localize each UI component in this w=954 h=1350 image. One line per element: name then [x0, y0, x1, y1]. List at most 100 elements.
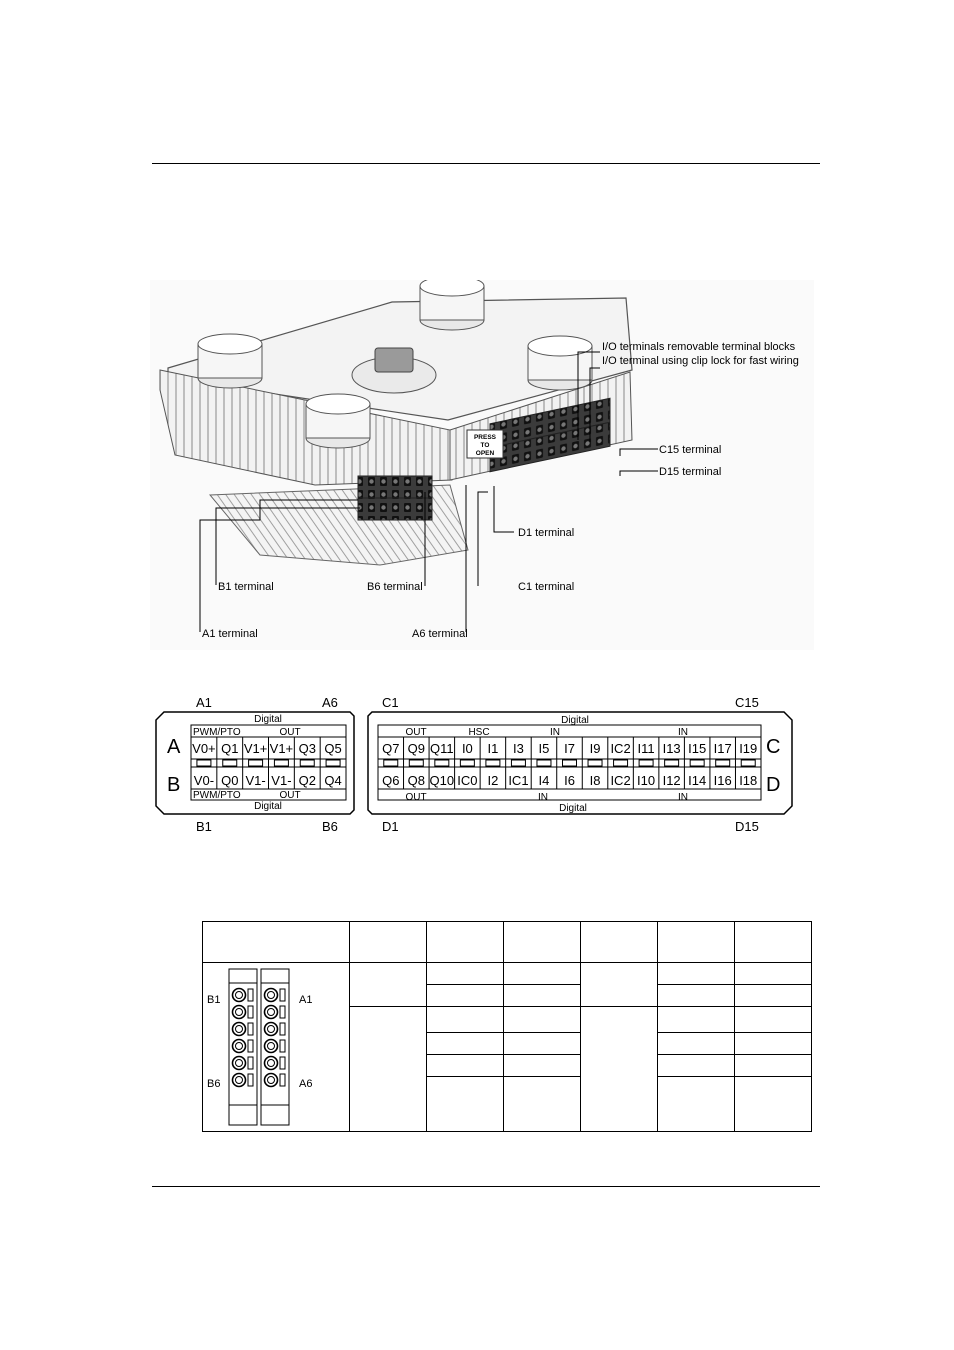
- terminal-slot: [664, 759, 680, 767]
- terminal-slot: [613, 759, 629, 767]
- terminal-d-7: I4: [539, 773, 550, 788]
- screw-hole: [231, 1038, 247, 1054]
- terminal-c-13: I15: [688, 741, 706, 756]
- table-cell: [426, 962, 504, 985]
- terminal-d-2: Q8: [408, 773, 425, 788]
- screw-hole-inner: [267, 1025, 275, 1033]
- release-slot: [279, 1056, 286, 1070]
- table-cell: [503, 1076, 581, 1132]
- table-header-cell: [349, 921, 427, 963]
- left-bottom-sub-out: OUT: [279, 790, 300, 801]
- connector-half-b-top: [228, 968, 258, 984]
- screw-hole: [263, 1055, 279, 1071]
- corner-a6: A6: [322, 695, 338, 710]
- screw-hole-inner: [235, 991, 243, 999]
- terminal-d-15: I18: [739, 773, 757, 788]
- terminal-slot: [273, 759, 289, 767]
- terminal-d-8: I6: [564, 773, 575, 788]
- terminal-a-4: V1+: [270, 741, 294, 756]
- top-connectors: [197, 280, 593, 449]
- left-bottom-group: Digital: [254, 801, 282, 812]
- terminal-slot: [536, 759, 552, 767]
- table-cell: [503, 962, 581, 985]
- callout-leaders: [199, 351, 658, 632]
- terminal-slot: [383, 759, 399, 767]
- table-header-cell: [580, 921, 658, 963]
- corner-d1: D1: [382, 819, 399, 834]
- terminal-slot: [325, 759, 341, 767]
- table-row: [203, 1054, 812, 1077]
- footer-rule: [152, 1186, 820, 1187]
- terminal-slot: [434, 759, 450, 767]
- corner-b1: B1: [196, 819, 212, 834]
- release-slot: [247, 1005, 254, 1019]
- terminal-c-3: Q11: [430, 741, 454, 756]
- corner-d15: D15: [735, 819, 759, 834]
- release-slot: [247, 1056, 254, 1070]
- header-rule: [152, 163, 820, 164]
- table-header-cell: [657, 921, 735, 963]
- connector-label-a1: A1: [299, 994, 312, 1006]
- connector-half-a-bottom: [260, 1104, 290, 1126]
- terminal-d-10: IC2: [610, 773, 630, 788]
- terminal-block-a: [357, 475, 433, 499]
- terminal-d-13: I14: [688, 773, 706, 788]
- terminal-c-9: I9: [590, 741, 601, 756]
- row-letter-d: D: [766, 774, 780, 796]
- terminal-a-5: Q3: [299, 741, 316, 756]
- screw-hole-inner: [267, 1076, 275, 1084]
- terminal-slot: [485, 759, 501, 767]
- right-top-sub-hsc: HSC: [468, 727, 489, 738]
- table-header-cell: [503, 921, 581, 963]
- right-inner-frame: [377, 724, 762, 801]
- terminal-slot: [408, 759, 424, 767]
- table-cell: [503, 1006, 581, 1033]
- screw-hole-inner: [235, 1076, 243, 1084]
- terminal-a-3: V1+: [244, 741, 267, 756]
- callout-io-removable: I/O terminals removable terminal blocks: [602, 341, 796, 353]
- corner-c15: C15: [735, 695, 759, 710]
- screw-hole-inner: [235, 1025, 243, 1033]
- terminal-b-6: Q4: [324, 773, 341, 788]
- terminal-d-4: IC0: [457, 773, 477, 788]
- connector-half-a-top: [260, 968, 290, 984]
- terminal-c-2: Q9: [408, 741, 425, 756]
- callout-b6: B6 terminal: [367, 581, 423, 593]
- release-slot: [279, 1005, 286, 1019]
- table-cell: [349, 1006, 427, 1132]
- table-cell: [734, 1054, 812, 1077]
- terminal-c-7: I5: [539, 741, 550, 756]
- screw-hole: [231, 987, 247, 1003]
- terminal-c-5: I1: [487, 741, 498, 756]
- right-top-sub-out: OUT: [405, 727, 426, 738]
- terminal-c-10: IC2: [610, 741, 630, 756]
- connector-image-cell: B1 A1 B6 A6: [202, 962, 350, 1132]
- table-cell: [580, 1006, 658, 1132]
- terminal-a-2: Q1: [221, 741, 238, 756]
- table-cell: [734, 1006, 812, 1033]
- right-bottom-sub-in-1: IN: [538, 792, 548, 803]
- release-slot: [279, 1039, 286, 1053]
- table-cell: [657, 1076, 735, 1132]
- terminal-b-3: V1-: [245, 773, 265, 788]
- terminal-c-11: I11: [638, 741, 655, 756]
- screw-hole: [231, 1004, 247, 1020]
- terminal-slot: [459, 759, 475, 767]
- table-cell: [503, 1054, 581, 1077]
- terminal-c-6: I3: [513, 741, 524, 756]
- terminal-block-b: [357, 497, 433, 521]
- callout-c15: C15 terminal: [659, 444, 721, 456]
- table-cell: [503, 984, 581, 1007]
- terminal-slot: [196, 759, 212, 767]
- connector-body: [228, 968, 290, 1126]
- terminal-slot: [510, 759, 526, 767]
- svg-text:TO: TO: [481, 442, 490, 449]
- callout-a6: A6 terminal: [412, 628, 468, 640]
- connector-label-a6: A6: [299, 1078, 312, 1090]
- terminal-d-5: I2: [487, 773, 498, 788]
- table-cell: [426, 1076, 504, 1132]
- release-slot: [279, 988, 286, 1002]
- release-slot: [247, 1073, 254, 1087]
- left-inner-frame: [190, 724, 347, 801]
- screw-hole: [231, 1021, 247, 1037]
